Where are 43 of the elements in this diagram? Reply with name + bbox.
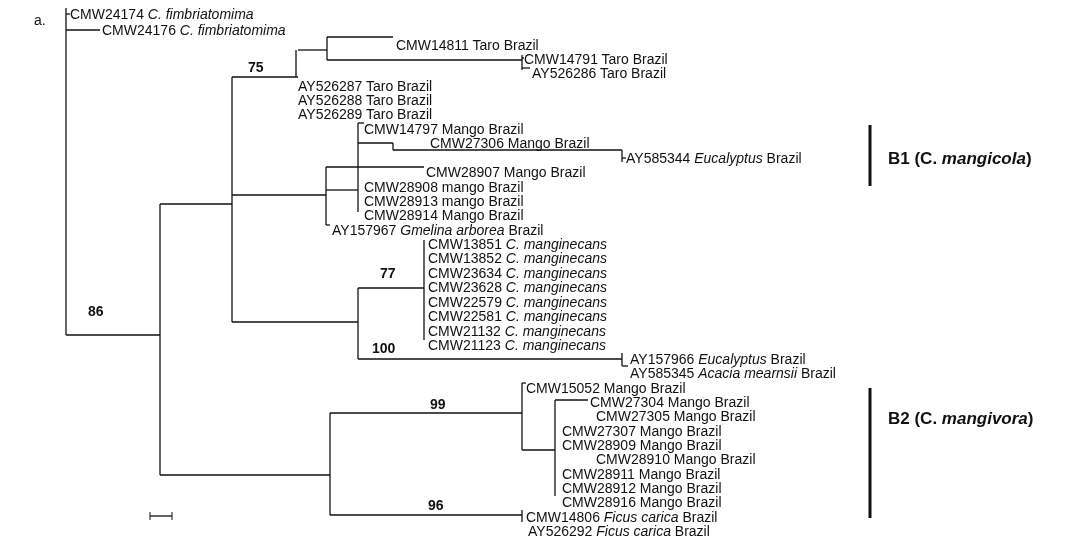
bootstrap-value: 96 [428,497,444,513]
taxon-label: AY157967 Gmelina arborea Brazil [332,222,544,238]
taxon-label: CMW22579 C. manginecans [428,294,607,310]
taxon-label: CMW28909 Mango Brazil [562,437,722,453]
taxon-label: CMW21132 C. manginecans [428,323,606,339]
taxon-label: CMW28908 mango Brazil [364,179,524,195]
bootstrap-value: 86 [88,303,104,319]
taxon-label: CMW24176 C. fimbriatomima [102,22,286,38]
bootstrap-value: 100 [372,340,396,356]
taxon-label: CMW22581 C. manginecans [428,308,607,324]
clade-label: B2 (C. mangivora) [888,408,1034,428]
taxon-label: CMW28912 Mango Brazil [562,480,722,496]
taxon-label: CMW14806 Ficus carica Brazil [526,509,718,525]
taxon-label: CMW28916 Mango Brazil [562,494,722,510]
taxon-label: CMW21123 C. manginecans [428,337,606,353]
taxon-label: CMW24174 C. fimbriatomima [70,6,254,22]
taxon-label: CMW23628 C. manginecans [428,279,607,295]
bootstrap-value: 99 [430,396,446,412]
bootstrap-value: 77 [380,265,396,281]
clade-label: B1 (C. mangicola) [888,148,1032,168]
taxon-label: CMW13852 C. manginecans [428,250,607,266]
taxon-label: CMW27304 Mango Brazil [590,394,750,410]
taxon-label: AY157966 Eucalyptus Brazil [630,351,806,367]
taxon-label: AY585344 Eucalyptus Brazil [626,150,802,166]
taxon-label: AY526288 Taro Brazil [298,92,433,108]
taxon-label: AY526287 Taro Brazil [298,78,433,94]
taxon-label: CMW27305 Mango Brazil [596,408,756,424]
panel-letter: a. [34,12,46,28]
taxon-label: CMW14811 Taro Brazil [396,37,539,53]
taxon-label: AY526289 Taro Brazil [298,106,433,122]
taxon-label: CMW27306 Mango Brazil [430,135,590,151]
taxon-label: CMW14797 Mango Brazil [364,121,524,137]
taxon-label: CMW27307 Mango Brazil [562,423,722,439]
taxon-label: CMW13851 C. manginecans [428,236,607,252]
bootstrap-value: 75 [248,59,264,75]
taxon-label: CMW23634 C. manginecans [428,265,607,281]
taxon-label: CMW28907 Mango Brazil [426,164,586,180]
taxon-label: CMW28911 Mango Brazil [562,466,721,482]
taxon-label: AY526286 Taro Brazil [532,65,667,81]
taxon-label: CMW14791 Taro Brazil [524,51,668,67]
taxon-label: AY526292 Ficus carica Brazil [528,523,710,539]
taxon-label: CMW28914 Mango Brazil [364,207,524,223]
taxon-label: CMW15052 Mango Brazil [526,380,686,396]
